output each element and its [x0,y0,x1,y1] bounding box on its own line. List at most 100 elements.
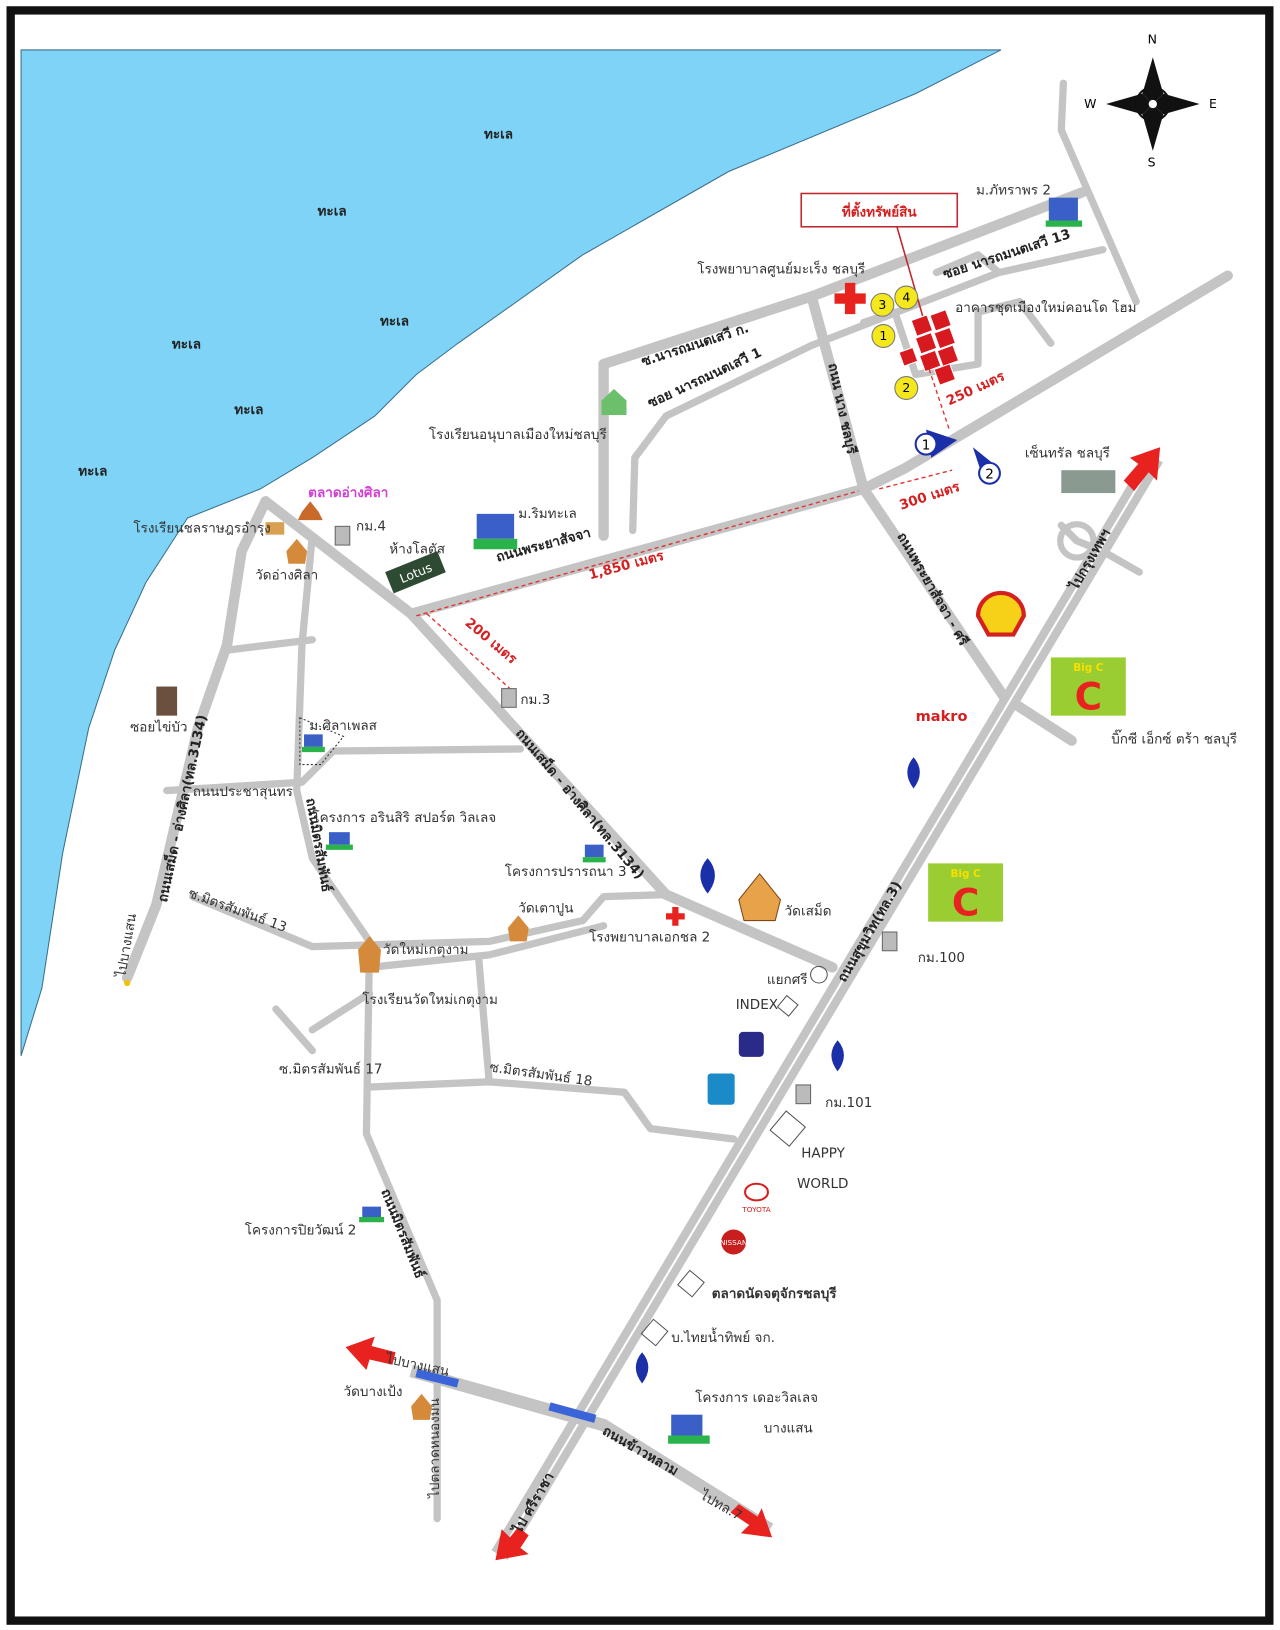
place-label: กม.100 [918,950,965,966]
housing-icon [1045,197,1083,227]
place-label: WORLD [797,1176,848,1192]
school-icon [601,389,627,416]
market-icon [297,501,323,521]
place-label: โรงเรียนอนุบาลเมืองใหม่ชลบุรี [429,426,607,443]
place-label: โครงการ เดอะวิลเลจ [695,1389,818,1406]
compass-south: S [1148,154,1156,169]
place-label: โรงเรียนวัดใหม่เกตุงาม [362,991,498,1008]
temple-icon [411,1393,432,1420]
place-label: กม.101 [825,1095,872,1111]
sea-label: ทะเล [172,336,201,352]
sea-label: ทะเล [380,314,409,330]
hospital-icon [834,282,866,315]
arrow-to-bangsaen-icon [345,1336,396,1370]
toyota-logo-icon [744,1182,769,1202]
sea-area [20,49,1002,1056]
place-label: เซ็นทรัล ชลบุรี [1025,444,1110,462]
arrow-to-bangkok-icon [1123,447,1161,491]
place-label: กม.4 [356,519,386,535]
housing-icon [325,832,353,850]
sea-label: ทะเล [318,203,347,219]
km-post-icon [334,525,898,1105]
place-label: โครงการ อรินสิริ สปอร์ต วิลเลจ [312,809,496,826]
temple-icon [507,915,529,942]
arrow-to-tl7-icon [730,1504,773,1538]
place-label: ตลาดนัดจตุจักรชลบุรี [712,1286,838,1302]
marker-3: 3 [878,297,886,312]
bigc-logo-icon: Big CC [1050,657,1126,718]
marker-4: 4 [902,290,910,305]
distance-lines [416,369,953,690]
marker-circles: 1 2 3 4 [870,285,919,400]
nissan-logo-icon [721,1229,747,1255]
housing-icon [582,844,606,863]
compass-north: N [1148,32,1157,47]
school-icon [265,522,285,535]
central-photo [1061,470,1116,494]
sea-label: ทะเล [234,402,263,418]
marker-1: 1 [879,328,887,343]
compass-west: W [1084,96,1096,111]
property-title: ที่ตั้งทรัพย์สิน [842,201,918,220]
road-label: ไปตลาดหนองมน [427,1398,443,1499]
place-label: INDEX [736,997,778,1013]
housing-icon [301,734,325,753]
sila-place-boundary [299,716,345,766]
place-label: อาคารชุดเมืองใหม่คอนโด โฮม [955,299,1136,316]
place-label: ตลาดอ่างศิลา [308,485,388,501]
property-location: ที่ตั้งทรัพย์สิน 1 2 3 4 1 2 [800,192,1001,485]
place-label: วัดเตาปูน [518,900,573,916]
svg-text:C: C [952,880,979,924]
place-label: ม.ภัทราพร 2 [976,183,1051,199]
place-label: วัดใหม่เกตุงาม [383,941,468,958]
bangchak-logo-icon [707,1073,735,1105]
place-labels: ม.ภัทราพร 2 โรงพยาบาลศูนย์มะเร็ง ชลบุรี … [130,183,1237,1437]
sea-label: ทะเล [78,463,107,479]
place-label: ม.ศิลาเพลส [309,718,377,734]
shell-logo-icon [975,590,1026,637]
place-label: แยกศรี [767,972,808,988]
access-point-2: 2 [985,466,994,482]
place-label: วัดเสม็ด [785,901,832,919]
place-label: บ.ไทยน้ำทิพย์ จก. [671,1327,775,1346]
road-network [121,79,1233,1560]
place-label: กม.3 [520,692,550,708]
sea-labels: ทะเล ทะเล ทะเล ทะเล ทะเล ทะเล [78,126,513,479]
place-label: ห้างโลตัส [389,540,445,557]
hospital-icon [666,907,685,926]
place-label: TOYOTA [741,1205,770,1214]
sea-label: ทะเล [484,126,513,142]
poi-icons: Big CC Big CC Lotus [156,197,1126,1444]
place-label: ซอยไข่บัว [130,719,187,735]
place-label: โครงการปิยวัฒน์ 2 [245,1222,357,1239]
bigc-logo-text: Big C [950,868,980,880]
place-label: โครงการปรารถนา 3 [505,863,627,880]
compass-east: E [1209,96,1217,111]
arrow-to-sriracha-icon [495,1527,529,1561]
place-label: บางแสน [764,1420,813,1436]
building-outline-icon [640,994,807,1347]
bigc-logo-text: Big C [1073,662,1103,674]
place-label: โรงพยาบาลเอกชล 2 [589,928,710,945]
temple-icon [738,872,781,922]
road-label: ซ.มิตรสัมพันธ์ 17 [279,1060,382,1077]
place-label: บิ๊กซี เอ็กซ์ ตร้า ชลบุรี [1111,729,1237,748]
marker-2: 2 [902,380,910,395]
place-label: วัดอ่างศิลา [255,567,318,583]
place-label: HAPPY [801,1146,845,1162]
mercedes-logo-icon [810,965,828,984]
compass-rose-icon: N S E W [1084,32,1217,170]
place-label: makro [916,708,968,725]
svg-text:C: C [1075,674,1102,718]
place-label: โรงเรียนชลราษฎรอำรุง [133,520,270,537]
temple-icon [358,936,381,973]
place-label: วัดบางเป้ง [344,1384,403,1400]
access-point-markers: 1 2 [914,429,1001,485]
road-label: ถนนประชาสุนทร [193,784,293,800]
place-label: โรงพยาบาลศูนย์มะเร็ง ชลบุรี [697,260,865,278]
housing-icon [473,513,518,550]
place-label: ม.ริมทะเล [518,506,576,522]
temple-icon [286,538,308,564]
housing-icon [359,1206,385,1223]
